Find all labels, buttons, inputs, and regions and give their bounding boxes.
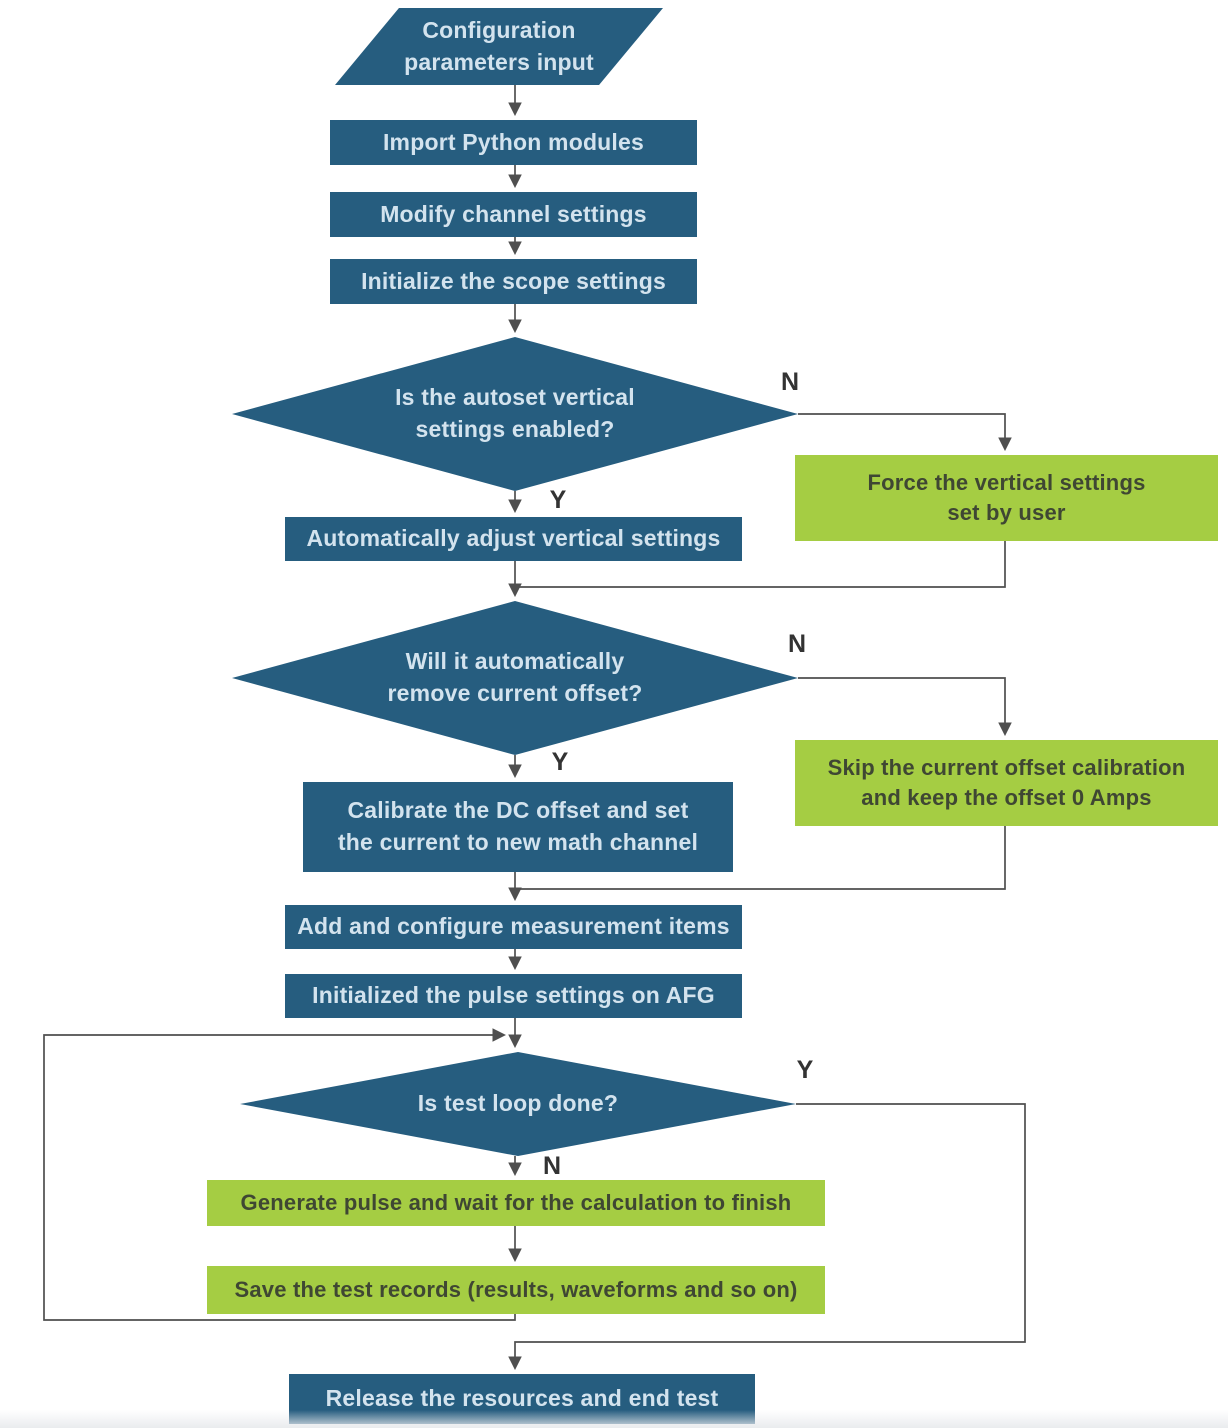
process-generate-pulse-wait-calculation: Generate pulse and wait for the calculat…	[207, 1180, 825, 1226]
process-add-measurement-items: Add and configure measurement items	[285, 905, 742, 949]
process-initialize-scope-settings: Initialize the scope settings	[330, 259, 697, 304]
terminal-configuration-input: Configuration parameters input	[335, 8, 663, 85]
edge-loop-yes-to-release	[508, 1103, 1026, 1371]
branch-label-autoset-no: N	[780, 368, 800, 396]
branch-label-loop-no: N	[542, 1152, 562, 1180]
process-force-vertical-settings: Force the vertical settings set by user	[795, 455, 1218, 541]
process-save-test-records: Save the test records (results, waveform…	[207, 1266, 825, 1314]
edge-autoset-no-to-force	[798, 413, 1012, 452]
process-modify-channel-settings: Modify channel settings	[330, 192, 697, 237]
decision-autoset-vertical-settings: Is the autoset vertical settings enabled…	[232, 337, 798, 491]
process-initialize-pulse-settings-afg: Initialized the pulse settings on AFG	[285, 974, 742, 1018]
branch-label-autoset-yes: Y	[549, 486, 567, 514]
process-import-python-modules: Import Python modules	[330, 120, 697, 165]
branch-label-offset-yes: Y	[551, 748, 569, 776]
decision-test-loop-done: Is test loop done?	[240, 1052, 796, 1156]
branch-label-offset-no: N	[787, 630, 807, 658]
decision-remove-current-offset: Will it automatically remove current off…	[232, 601, 798, 755]
bottom-edge-fade	[0, 1410, 1228, 1428]
branch-label-loop-yes: Y	[796, 1056, 814, 1084]
terminal-release-resources-end-test: Release the resources and end test	[289, 1374, 755, 1424]
process-calibrate-dc-offset: Calibrate the DC offset and set the curr…	[303, 782, 733, 872]
edge-offset-no-to-skip	[798, 677, 1012, 737]
process-auto-adjust-vertical-settings: Automatically adjust vertical settings	[285, 517, 742, 561]
process-skip-offset-calibration: Skip the current offset calibration and …	[795, 740, 1218, 826]
